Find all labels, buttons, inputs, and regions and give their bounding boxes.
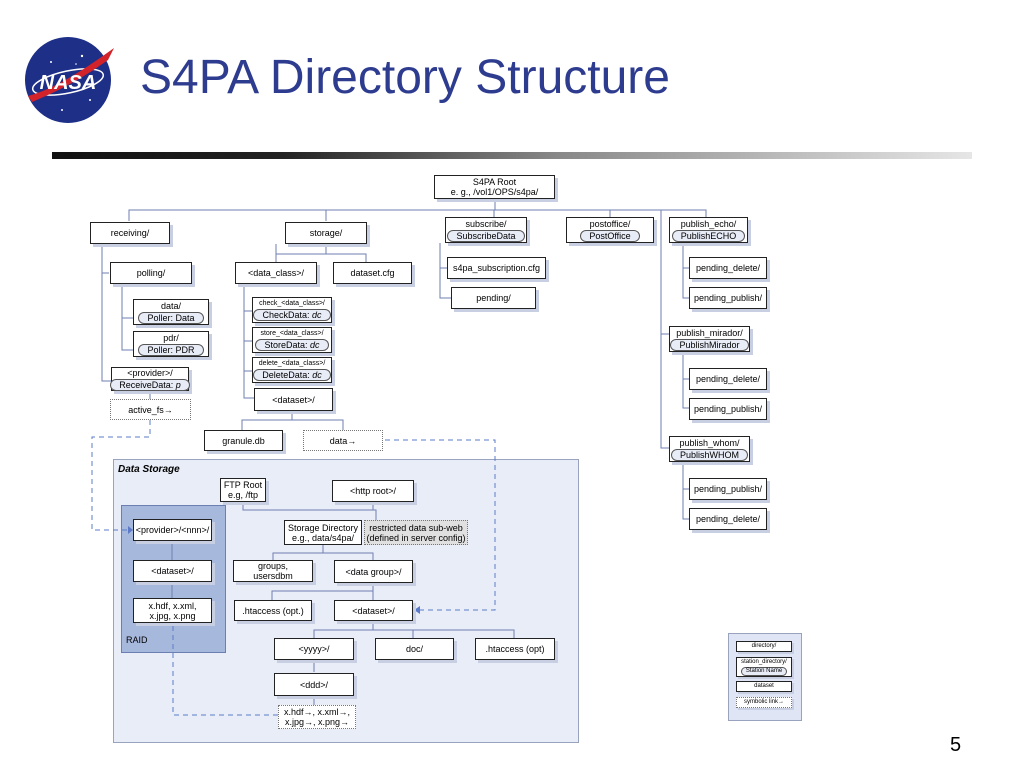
legend: directory/ station_directory/ Station Na… [728, 633, 802, 721]
nasa-logo: NASA [25, 37, 114, 123]
poller-pdr-dir: pdr/ Poller: PDR [133, 331, 209, 357]
storage-directory: Storage Directory e.g., data/s4pa/ [284, 520, 362, 545]
poller-data-dir: data/ Poller: Data [133, 299, 209, 325]
yyyy-dir: <yyyy>/ [274, 638, 354, 660]
station-receivedata: ReceiveData: p [110, 378, 190, 391]
legend-dataset: dataset [736, 681, 792, 692]
mirador-pending-delete-dir: pending_delete/ [689, 368, 767, 390]
raid-provider-dir: <provider>/<nnn>/ [133, 519, 212, 541]
legend-directory: directory/ [736, 641, 792, 652]
whom-pending-publish-dir: pending_publish/ [689, 478, 767, 500]
legend-station-name: Station Name [740, 666, 788, 676]
granule-db-file: granule.db [204, 430, 283, 451]
page-number: 5 [950, 734, 962, 756]
station-checkdata: CheckData: dc [253, 308, 331, 321]
echo-pending-delete-dir: pending_delete/ [689, 257, 767, 279]
polling-dir: polling/ [110, 262, 192, 284]
subscribe-dir: subscribe/ SubscribeData [445, 217, 527, 243]
data-storage-label: Data Storage [118, 464, 180, 475]
doc-dir: doc/ [375, 638, 454, 660]
storage-dataset-dir: <dataset>/ [254, 388, 333, 411]
station-poller-pdr: Poller: PDR [138, 343, 204, 356]
subscription-cfg-file: s4pa_subscription.cfg [447, 257, 546, 279]
whom-pending-delete-dir: pending_delete/ [689, 508, 767, 530]
station-storedata: StoreData: dc [255, 338, 329, 351]
file-symlinks: x.hdf→, x.xml→, x.jpg→, x.png→ [278, 705, 356, 729]
ddd-dir: <ddd>/ [274, 673, 354, 696]
station-poller-data: Poller: Data [138, 311, 204, 324]
publish-mirador-dir: publish_mirador/ PublishMirador [669, 326, 750, 352]
logo-swoosh [28, 48, 114, 102]
station-deletedata: DeleteData: dc [253, 368, 331, 381]
provider-dir: <provider>/ ReceiveData: p [110, 367, 190, 391]
station-publishecho: PublishECHO [671, 229, 746, 242]
web-dataset-dir: <dataset>/ [334, 600, 413, 621]
mirador-pending-publish-dir: pending_publish/ [689, 398, 767, 420]
s4pa-root: S4PA Root e. g., /vol1/OPS/s4pa/ [434, 175, 555, 199]
groups-usersdbm-file: groups, usersdbm [233, 560, 313, 582]
root-line2: e. g., /vol1/OPS/s4pa/ [450, 187, 539, 197]
legend-symbolic-link: symbolic link→ [736, 697, 792, 708]
root-line1: S4PA Root [472, 177, 517, 187]
delete-data-class-dir: delete_<data_class>/ DeleteData: dc [252, 357, 332, 383]
htaccess-opt-file-2: .htaccess (opt) [475, 638, 555, 660]
station-postoffice: PostOffice [580, 229, 640, 242]
raid-label: RAID [126, 635, 148, 645]
legend-station-directory: station_directory/ Station Name [736, 657, 792, 677]
ftp-root: FTP Root e.g, /ftp [220, 478, 266, 502]
active-fs-link: active_fs→ [110, 399, 191, 420]
htaccess-opt-file-1: .htaccess (opt.) [234, 600, 312, 621]
restricted-sub-web: restricted data sub-web (defined in serv… [364, 520, 468, 545]
station-publishwhom: PublishWHOM [670, 448, 748, 461]
storage-dir: storage/ [285, 222, 367, 244]
raid-dataset-dir: <dataset>/ [133, 560, 212, 582]
check-data-class-dir: check_<data_class>/ CheckData: dc [252, 297, 332, 323]
data-group-dir: <data group>/ [334, 560, 413, 583]
postoffice-dir: postoffice/ PostOffice [566, 217, 654, 243]
subscribe-pending-dir: pending/ [451, 287, 536, 309]
station-publishmirador: PublishMirador [670, 338, 749, 351]
data-class-dir: <data_class>/ [235, 262, 317, 284]
receiving-dir: receiving/ [90, 222, 170, 244]
logo-text: NASA [40, 72, 97, 94]
station-subscribedata: SubscribeData [447, 229, 525, 242]
echo-pending-publish-dir: pending_publish/ [689, 287, 767, 309]
publish-whom-dir: publish_whom/ PublishWHOM [669, 436, 750, 462]
slide-title: S4PA Directory Structure [140, 51, 670, 104]
raid-files: x.hdf, x.xml, x.jpg, x.png [133, 598, 212, 623]
dataset-cfg-file: dataset.cfg [333, 262, 412, 284]
http-root: <http root>/ [332, 480, 414, 502]
store-data-class-dir: store_<data_class>/ StoreData: dc [252, 327, 332, 353]
title-divider [52, 152, 972, 159]
publish-echo-dir: publish_echo/ PublishECHO [669, 217, 748, 243]
data-link: data→ [303, 430, 383, 451]
